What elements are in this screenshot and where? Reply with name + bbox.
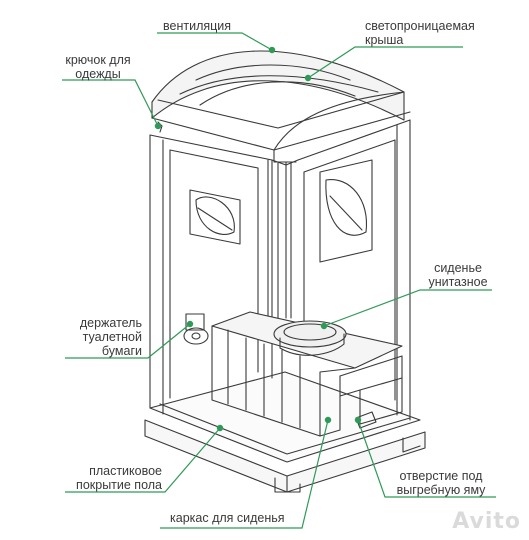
label-floor: пластиковое покрытие пола: [76, 464, 162, 492]
label-roof: светопроницаемая крыша: [365, 19, 475, 47]
leader-roof: [307, 46, 463, 79]
toilet-seat: [273, 320, 347, 348]
left-vent: [189, 189, 241, 245]
leader-hook: [62, 79, 159, 127]
label-ventilation: вентиляция: [163, 19, 232, 33]
label-paper-holder: держатель туалетной бумаги: [79, 316, 142, 358]
paper-holder: [185, 313, 205, 331]
leader-ventilation: [157, 32, 273, 51]
leader-hole: [357, 419, 496, 498]
label-frame: каркас для сиденья: [170, 511, 285, 525]
leader-frame: [160, 419, 329, 529]
seat-frame: [339, 355, 403, 425]
right-wall: [396, 119, 411, 421]
vent-pipe: [267, 159, 287, 319]
leader-paper: [65, 323, 191, 359]
watermark-logo: Avito: [452, 509, 521, 534]
label-seat: сиденье унитазное: [428, 261, 488, 289]
floor-hole: [355, 411, 377, 429]
label-hook: крючок для одежды: [65, 53, 131, 81]
ventilation-rim: [157, 91, 405, 129]
floor-panel: [149, 371, 421, 463]
label-hole: отверстие под выгребную яму: [396, 469, 486, 497]
roof-dome: [151, 50, 405, 121]
right-vent: [319, 159, 373, 263]
left-wall: [149, 134, 164, 415]
base-feet: [274, 437, 421, 493]
leader-seat: [323, 289, 492, 327]
leader-floor: [65, 427, 221, 493]
